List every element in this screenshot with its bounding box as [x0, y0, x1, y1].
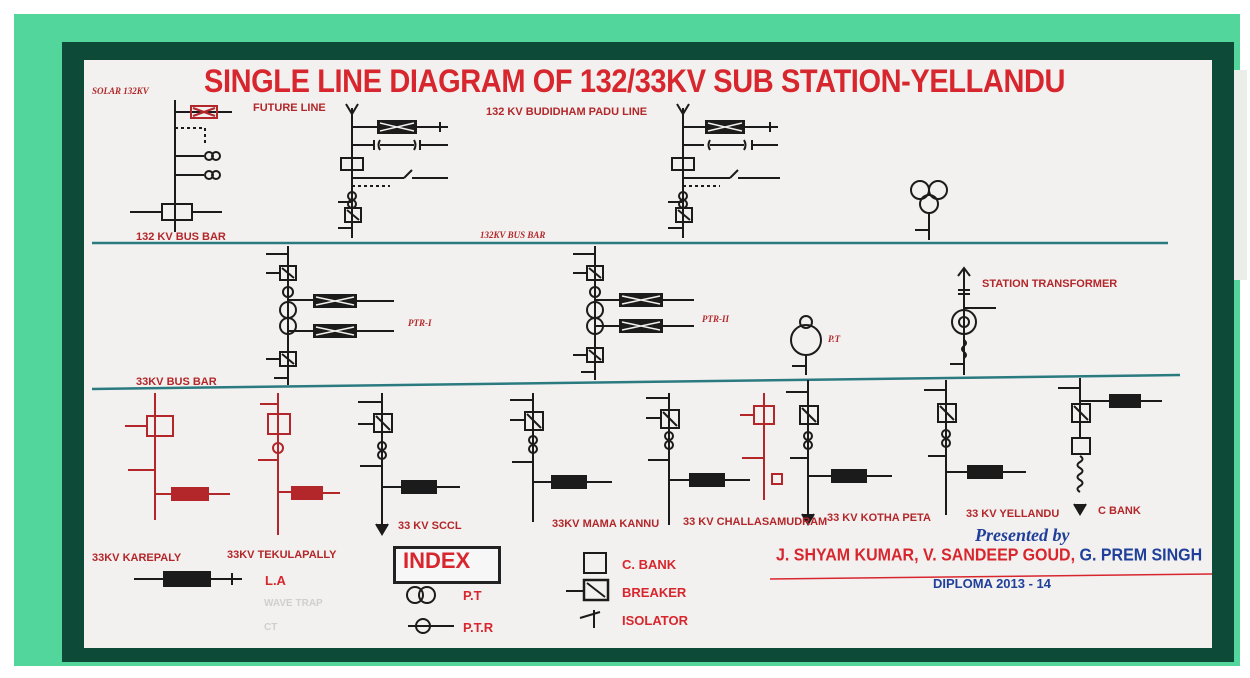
legend-cbank: C. BANK [622, 557, 677, 572]
legend-la: L.A [265, 573, 286, 588]
ptr-1-label: PTR-I [408, 318, 432, 328]
legend-breaker: BREAKER [622, 585, 687, 600]
presented-by: Presented by [975, 525, 1070, 545]
presenter-3: G. PREM SINGH [1079, 546, 1203, 565]
breaker-symbol [163, 571, 211, 587]
station-transformer-label: STATION TRANSFORMER [982, 278, 1118, 290]
credits-underline [769, 573, 1213, 580]
bus-132-label: 132 KV BUS BAR [136, 231, 226, 243]
presenter-names: J. SHYAM KUMAR, V. SANDEEP GOUD, G. PREM… [776, 546, 1202, 566]
solar-bay [130, 100, 232, 232]
pt-33kv [790, 315, 822, 375]
feeder-yellandu [924, 380, 1026, 515]
legend-pt: P.T [463, 588, 482, 603]
legend-ptr: P.T.R [463, 620, 494, 635]
feeder-hand-drawn-red [740, 393, 783, 500]
solar-label: SOLAR 132KV [92, 86, 149, 96]
index-box [393, 546, 501, 584]
feeder-c-bank-label: C BANK [1098, 505, 1141, 517]
feeder-sccl-label: 33 KV SCCL [398, 520, 462, 532]
presenter-2: V. SANDEEP GOUD, [923, 546, 1076, 565]
pt-label: P.T [828, 334, 841, 344]
diagram-title: SINGLE LINE DIAGRAM OF 132/33KV SUB STAT… [204, 64, 1066, 100]
board-surface [84, 60, 1212, 648]
feeder-mama-kannu [510, 393, 612, 522]
index-heading: INDEX [403, 548, 471, 573]
station-transformer-132-top [910, 180, 948, 240]
bus-132-hand-label: 132KV BUS BAR [480, 230, 546, 240]
legend-ct: CT [264, 622, 278, 633]
index-symbols [134, 552, 610, 634]
ptr-2-label: PTR-II [702, 314, 729, 324]
feeder-tekulapally [258, 393, 340, 535]
feeder-kotha-peta-label: 33 KV KOTHA PETA [827, 512, 931, 524]
diploma-year: DIPLOMA 2013 - 14 [933, 576, 1052, 591]
legend-wave-trap: WAVE TRAP [264, 598, 323, 609]
legend-isolator: ISOLATOR [622, 613, 688, 628]
bus-bar-33kv [91, 373, 1181, 391]
ptr-1-bay [266, 246, 394, 385]
feeder-kotha-peta [786, 380, 892, 526]
budidham-line-label: 132 KV BUDIDHAM PADU LINE [486, 106, 648, 118]
capacitor-bank-symbol [583, 552, 607, 574]
feeder-mama-kannu-label: 33KV MAMA KANNU [552, 518, 660, 530]
feeder-kareplly-label: 33KV KAREPALY [92, 552, 182, 564]
future-line-label: FUTURE LINE [253, 102, 326, 114]
feeder-kareplly [125, 393, 230, 520]
presenter-1: J. SHYAM KUMAR, [776, 546, 919, 565]
budidham-line-bay [668, 103, 780, 238]
feeder-yellandu-label: 33 KV YELLANDU [966, 508, 1060, 520]
ptr-2-bay [573, 246, 694, 380]
feeder-sccl [358, 393, 460, 536]
feeder-challasamudram [646, 393, 750, 525]
feeder-challasamudram-label: 33 KV CHALLASAMUDRAM [683, 516, 828, 528]
bus-33-label: 33KV BUS BAR [136, 376, 217, 388]
feeder-c-bank [1058, 378, 1162, 516]
feeder-tekulapally-label: 33KV TEKULAPALLY [227, 549, 337, 561]
future-line-bay [338, 103, 448, 238]
station-transformer-33kv [950, 266, 996, 375]
